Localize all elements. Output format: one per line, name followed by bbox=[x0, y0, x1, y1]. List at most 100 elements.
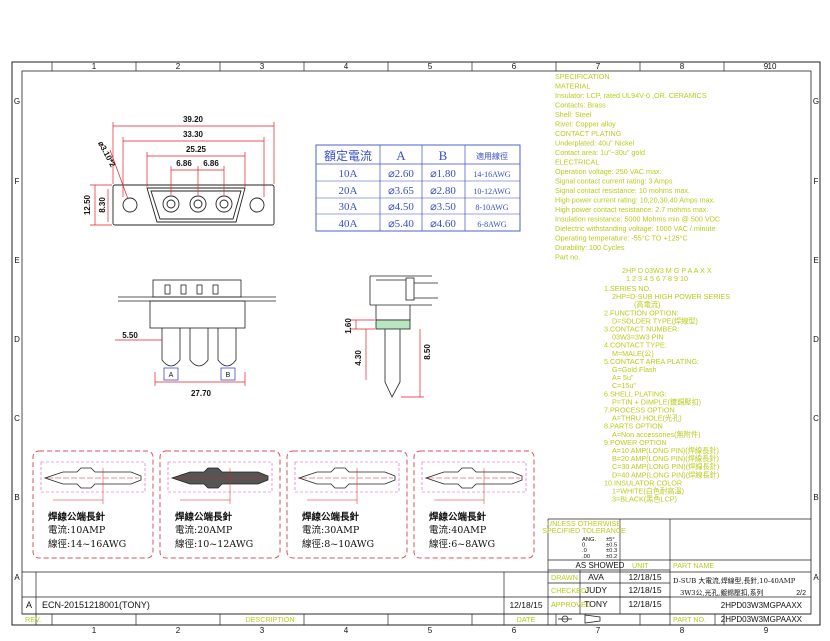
option-line: A=10 AMP(LONG PIN)(焊線長針) bbox=[612, 446, 719, 455]
label-a: A bbox=[169, 372, 174, 379]
option-line: 1=WHITE(白色耐高溫) bbox=[612, 487, 684, 496]
column-label: 7 bbox=[596, 626, 601, 635]
part-no-label: PART NO. bbox=[673, 615, 706, 624]
option-line: 2.FUNCTION OPTION: bbox=[604, 308, 679, 317]
row-label: B bbox=[14, 493, 19, 502]
row-label: C bbox=[813, 414, 819, 423]
table-cell: ⌀1.80 bbox=[430, 168, 456, 180]
unit-label: UNIT bbox=[632, 561, 649, 570]
tolerance-label: 0. bbox=[582, 543, 587, 549]
column-label: 3 bbox=[260, 626, 265, 635]
tolerance-label: ANG. bbox=[582, 537, 597, 543]
dim-contact-pitch-2: 6.86 bbox=[203, 159, 219, 168]
option-line: C=15u" bbox=[612, 381, 636, 390]
column-label: 4 bbox=[344, 626, 349, 635]
spec-line: Dielectric withstanding voltage: 1000 VA… bbox=[555, 224, 715, 233]
dim-contact-pitch-1: 6.86 bbox=[176, 159, 192, 168]
table-cell: 30A bbox=[339, 201, 358, 213]
spec-line: MATERIAL bbox=[555, 82, 590, 91]
option-line: 3.CONTACT NUMBER: bbox=[604, 325, 679, 334]
spec-line: ELECTRICAL bbox=[555, 158, 599, 167]
pin-card-wire: 線徑:14~16AWG bbox=[48, 538, 126, 550]
column-label: 10 bbox=[768, 62, 777, 71]
column-label: 6 bbox=[512, 626, 517, 635]
approved-date: 12/18/15 bbox=[628, 599, 661, 609]
spec-line: Signal contact current rating: 3 Amps bbox=[555, 177, 673, 186]
dim-bottom-span: 27.70 bbox=[191, 389, 212, 398]
row-label: D bbox=[14, 335, 20, 344]
pin-card-current: 電流:30AMP bbox=[302, 524, 360, 536]
drawn-name: AVA bbox=[588, 572, 604, 582]
option-line: 4.CONTACT TYPE: bbox=[604, 341, 667, 350]
spec-line: Signal contact resistance: 10 mohms max. bbox=[555, 186, 690, 195]
rev-row-rev: A bbox=[26, 600, 32, 610]
spec-line: Contacts: Brass bbox=[555, 101, 606, 110]
table-cell: 14-16AWG bbox=[473, 170, 510, 179]
checked-name: JUDY bbox=[585, 585, 608, 595]
dim-side-1: 1.60 bbox=[344, 318, 353, 334]
option-line: A=THRU HOLE(光孔) bbox=[612, 414, 682, 423]
row-label: E bbox=[813, 256, 818, 265]
table-header-rated-current: 額定電流 bbox=[324, 148, 372, 163]
table-cell: ⌀4.60 bbox=[430, 218, 456, 230]
table-cell: ⌀3.50 bbox=[430, 201, 456, 213]
option-line: 6.SHELL PLATING: bbox=[604, 389, 667, 398]
checked-label: CHECKED bbox=[551, 586, 586, 595]
spec-line: CONTACT PLATING bbox=[555, 129, 622, 138]
pin-card-title: 焊線公端長針 bbox=[175, 511, 233, 523]
spec-line: Contact area: 1u"~30u" gold bbox=[555, 148, 645, 157]
tolerance-header-2: SPECIFIED TOLERANCE bbox=[542, 526, 626, 535]
drawn-label: DRAWN bbox=[551, 573, 578, 582]
option-line: 5.CONTACT AREA PLATING: bbox=[604, 357, 699, 366]
spec-line: Shell: Steel bbox=[555, 110, 592, 119]
option-line: 7.PROCESS OPTION bbox=[604, 406, 675, 415]
table-cell: 8-10AWG bbox=[475, 203, 508, 212]
option-line: 8.PARTS OPTION bbox=[604, 422, 663, 431]
table-cell: 10A bbox=[339, 168, 358, 180]
column-label: 2 bbox=[176, 62, 181, 71]
table-cell: 40A bbox=[339, 218, 358, 230]
row-label: D bbox=[813, 335, 819, 344]
dim-mount-hole: ⌀3.10*2 bbox=[96, 140, 117, 169]
table-cell: 6-8AWG bbox=[477, 220, 506, 229]
tolerance-value: ±0.5 bbox=[606, 543, 617, 549]
label-b: B bbox=[226, 372, 231, 379]
tolerance-label: .00 bbox=[582, 554, 590, 560]
row-label: E bbox=[14, 256, 19, 265]
option-line: 3=BLACK(黑色LCP) bbox=[612, 495, 677, 504]
spec-line: High power contact resistance: 2.7 mohms… bbox=[555, 205, 708, 214]
side-view bbox=[369, 275, 438, 398]
column-label: 3 bbox=[260, 62, 265, 71]
spec-line: Durability: 100 Cycles bbox=[555, 243, 625, 252]
tolerance-label: .0 bbox=[582, 548, 587, 554]
tolerance-value: ±0.2 bbox=[606, 554, 617, 560]
rev-row-description: ECN-20151218001(TONY) bbox=[42, 600, 150, 610]
spec-line: Operating temperature: -55°C TO +125°C bbox=[555, 234, 688, 243]
table-cell: ⌀2.80 bbox=[430, 185, 456, 197]
option-line: B=20 AMP(LONG PIN)(焊線長針) bbox=[612, 454, 719, 463]
dim-pin-offset: 5.50 bbox=[122, 331, 138, 340]
part-name-label: PART NAME bbox=[673, 561, 714, 570]
table-cell: ⌀5.40 bbox=[388, 218, 414, 230]
pin-card-title: 焊線公端長針 bbox=[429, 511, 487, 523]
spec-line: Insulation resistance: 5000 Mohms min @ … bbox=[555, 215, 720, 224]
date-header-label: DATE bbox=[517, 615, 536, 624]
part-number-options: 1.SERIES NO.2HP=D-SUB HIGH POWER SERIES(… bbox=[604, 284, 730, 504]
option-line: 2HP=D-SUB HIGH POWER SERIES bbox=[612, 292, 730, 301]
option-line: 03W3=3W3 PIN bbox=[612, 333, 664, 342]
table-header-a: A bbox=[396, 148, 406, 163]
rev-header-label: REV. bbox=[25, 615, 41, 624]
option-line: M=MALE(公) bbox=[612, 349, 654, 358]
table-cell: ⌀4.50 bbox=[388, 201, 414, 213]
dim-body-height: 12.50 bbox=[83, 194, 92, 215]
spec-line: Underplated: 40u" Nickel bbox=[555, 139, 635, 148]
option-line: 10.INSULATOR COLOR bbox=[604, 478, 682, 487]
row-label: C bbox=[14, 414, 20, 423]
spec-line: SPECIFICATION bbox=[555, 72, 610, 81]
